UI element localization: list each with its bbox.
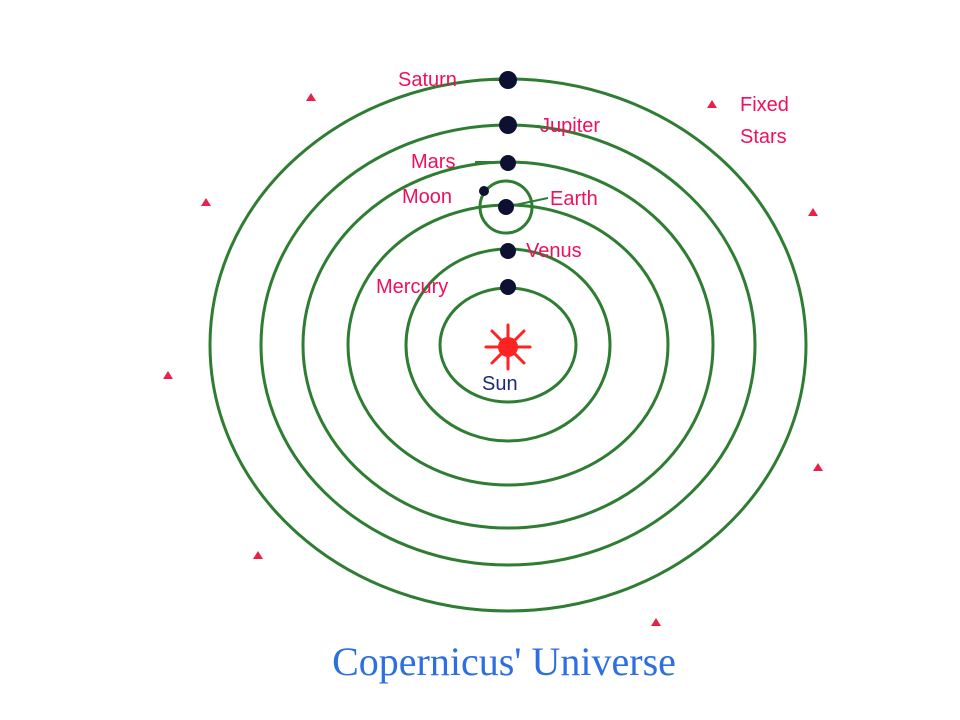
star-icon [201,198,211,206]
star-icon [651,618,661,626]
fixed-stars [163,93,823,626]
sun-icon [484,323,532,371]
star-icon [808,208,818,216]
venus-dot [500,243,516,259]
mars-dot [500,155,516,171]
moon-label: Moon [402,186,452,208]
star-icon [253,551,263,559]
orbit-moon [478,179,534,235]
star-icon [306,93,316,101]
fixed-stars-label-line2: Stars [740,126,787,148]
star-icon [163,371,173,379]
sun-label: Sun [482,373,518,395]
star-icon [813,463,823,471]
fixed-stars-label-line1: Fixed [740,94,789,116]
moon-dot [479,186,489,196]
earth-dot [498,199,514,215]
earth-label: Earth [550,188,598,210]
mercury-label: Mercury [376,276,448,298]
venus-label: Venus [526,240,582,262]
jupiter-dot [499,116,517,134]
mars-label: Mars [411,151,455,173]
saturn-dot [499,71,517,89]
diagram-title: Copernicus' Universe [332,639,676,684]
saturn-label: Saturn [398,69,457,91]
jupiter-label: Jupiter [540,115,600,137]
mercury-dot [500,279,516,295]
pointer-lines [475,79,549,206]
star-icon [707,100,717,108]
